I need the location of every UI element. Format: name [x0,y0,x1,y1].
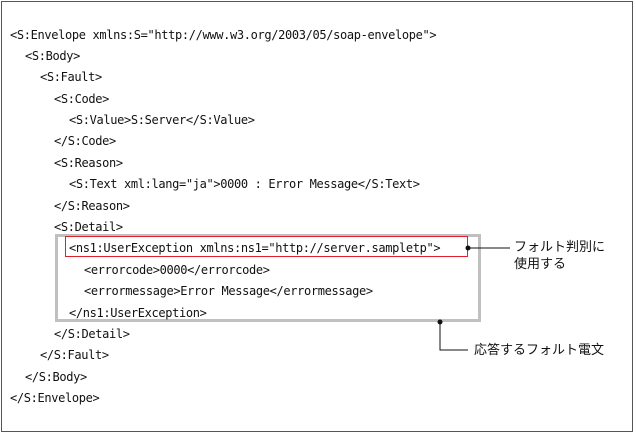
code-line: <errormessage>Error Message</errormessag… [84,284,373,298]
code-line: </S:Reason> [54,199,130,213]
fault-determination-label: フォルト判別に 使用する [514,239,605,273]
code-line: <ns1:UserException xmlns:ns1="http://ser… [69,241,441,255]
fault-determination-label-line1: フォルト判別に [514,240,606,255]
code-line: <S:Code> [54,92,109,106]
code-line: </S:Body> [25,370,87,384]
response-fault-label: 応答するフォルト電文 [474,343,605,358]
code-line: <S:Value>S:Server</S:Value> [69,113,255,127]
code-line: </S:Fault> [40,348,109,362]
code-line: <S:Detail> [54,220,123,234]
code-line: <errorcode>0000</errorcode> [84,263,270,277]
code-line: </S:Code> [54,134,116,148]
code-line: <S:Reason> [54,156,123,170]
response-fault-region [55,234,481,322]
fault-determination-label-line2: 使用する [514,257,567,272]
code-line: </ns1:UserException> [69,306,207,320]
code-line: <S:Fault> [40,70,102,84]
code-line: <S:Text xml:lang="ja">0000 : Error Messa… [69,177,420,191]
code-line: </S:Envelope> [10,391,100,405]
code-line: <S:Body> [25,49,80,63]
code-line: </S:Detail> [54,327,130,341]
code-line: <S:Envelope xmlns:S="http://www.w3.org/2… [10,28,437,42]
